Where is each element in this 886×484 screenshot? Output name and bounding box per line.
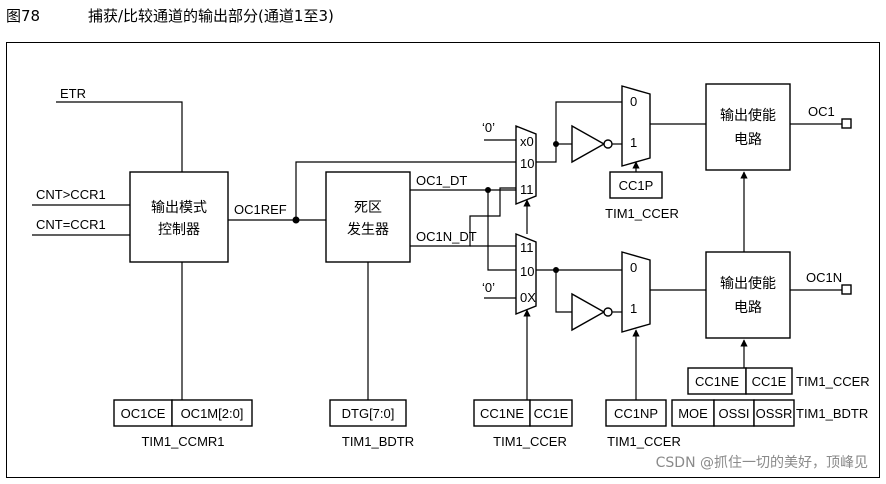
figure-number: 图78 bbox=[6, 7, 41, 25]
nmux-port-10: 10 bbox=[520, 264, 534, 279]
oc1-label: OC1 bbox=[808, 104, 835, 119]
pol-bottom-port-1: 1 bbox=[630, 301, 637, 316]
enable-top-line1: 输出使能 bbox=[720, 107, 776, 124]
inverter-top bbox=[571, 124, 613, 164]
output-enable-top: 输出使能 电路 bbox=[705, 83, 791, 171]
mux-port-11: 11 bbox=[520, 182, 534, 197]
cnt-gt-label: CNT>CCR1 bbox=[36, 187, 106, 202]
mux-port-10: 10 bbox=[520, 156, 534, 171]
reg-ccer-mux-name: TIM1_CCER bbox=[493, 434, 567, 449]
deadtime-generator: 死区 发生器 bbox=[325, 171, 411, 263]
oc1-pin bbox=[841, 118, 852, 129]
enable-bottom-line1: 输出使能 bbox=[720, 275, 776, 292]
mux-to-pol0-wire bbox=[536, 101, 622, 163]
figure-caption: 捕获/比较通道的输出部分(通道1至3) bbox=[88, 7, 334, 25]
channel-mux: x0 10 11 bbox=[515, 124, 537, 206]
reg-dtg: DTG[7:0] bbox=[342, 406, 395, 421]
deadtime-line2: 发生器 bbox=[347, 222, 389, 238]
output-enable-bottom: 输出使能 电路 bbox=[705, 251, 791, 339]
polarity-mux-top: 0 1 bbox=[621, 85, 651, 167]
oc1ref-label: OC1REF bbox=[234, 202, 287, 217]
inverter-bottom bbox=[571, 292, 613, 332]
mode-controller-line2: 控制器 bbox=[158, 222, 200, 238]
oc1n-label: OC1N bbox=[806, 270, 842, 285]
reg-ossr: OSSR bbox=[756, 406, 793, 421]
zero-top-label: ‘0’ bbox=[482, 120, 495, 135]
reg-moe: MOE bbox=[678, 406, 708, 421]
enable-bottom-line2: 电路 bbox=[734, 300, 762, 316]
reg-ccmr1-name: TIM1_CCMR1 bbox=[141, 434, 224, 449]
register-ccer-mux: CC1NE CC1E TIM1_CCER bbox=[473, 399, 573, 449]
reg-cc1np: CC1NP bbox=[614, 406, 658, 421]
deadtime-line1: 死区 bbox=[354, 200, 382, 216]
register-bdtr-dtg: DTG[7:0] TIM1_BDTR bbox=[329, 399, 414, 449]
reg-oc1ce: OC1CE bbox=[121, 406, 166, 421]
channel-n-mux: 11 10 0X bbox=[515, 232, 537, 316]
nmux-port-0x: 0X bbox=[520, 290, 536, 305]
reg-cc1p: CC1P bbox=[619, 178, 654, 193]
oc1-dt-to-nmux-wire bbox=[487, 190, 516, 271]
reg-bdtr-enable-name: TIM1_BDTR bbox=[796, 406, 868, 421]
nmux-to-inverter-wire bbox=[555, 270, 572, 313]
etr-wire bbox=[56, 101, 183, 172]
reg-bdtr-name: TIM1_BDTR bbox=[342, 434, 414, 449]
enable-top-line2: 电路 bbox=[734, 132, 762, 148]
oc1n-dt-wire-a bbox=[410, 187, 516, 247]
pol-bottom-port-0: 0 bbox=[630, 260, 637, 275]
reg-en-cc1ne: CC1NE bbox=[695, 374, 739, 389]
nmux-port-11: 11 bbox=[520, 240, 534, 255]
reg-cc1ne: CC1NE bbox=[480, 406, 524, 421]
register-ccer-cc1p: CC1P TIM1_CCER bbox=[605, 171, 679, 221]
mode-controller-line1: 输出模式 bbox=[151, 200, 207, 216]
etr-input: ETR bbox=[56, 86, 183, 172]
register-bdtr-enable: MOE OSSI OSSR TIM1_BDTR bbox=[671, 399, 868, 427]
etr-label: ETR bbox=[60, 86, 86, 101]
register-ccer-cc1np: CC1NP TIM1_CCER bbox=[605, 399, 681, 449]
reg-ccer-enable-name: TIM1_CCER bbox=[796, 374, 870, 389]
reg-en-cc1e: CC1E bbox=[752, 374, 787, 389]
reg-oc1m: OC1M[2:0] bbox=[181, 406, 244, 421]
pol-top-port-0: 0 bbox=[630, 94, 637, 109]
oc1n-pin bbox=[841, 284, 852, 295]
polarity-mux-bottom: 0 1 bbox=[621, 251, 651, 333]
cnt-eq-label: CNT=CCR1 bbox=[36, 217, 106, 232]
output-mode-controller: 输出模式 控制器 bbox=[129, 171, 229, 263]
oc1-dt-label: OC1_DT bbox=[416, 173, 467, 188]
mux-port-x0: x0 bbox=[520, 134, 534, 149]
register-ccmr1: OC1CE OC1M[2:0] TIM1_CCMR1 bbox=[113, 399, 253, 449]
csdn-watermark: CSDN @抓住一切的美好，顶峰见 bbox=[655, 455, 868, 471]
register-ccer-enable: CC1NE CC1E TIM1_CCER bbox=[687, 367, 870, 395]
oc1ref-to-mux-wire bbox=[295, 161, 516, 220]
pol-top-port-1: 1 bbox=[630, 135, 637, 150]
reg-ccer-p-name: TIM1_CCER bbox=[605, 206, 679, 221]
reg-ossi: OSSI bbox=[718, 406, 749, 421]
diagram-frame bbox=[6, 42, 880, 478]
oc1n-dt-label: OC1N_DT bbox=[416, 229, 477, 244]
zero-bottom-label: ‘0’ bbox=[482, 280, 495, 295]
reg-ccer-np-name: TIM1_CCER bbox=[607, 434, 681, 449]
reg-cc1e: CC1E bbox=[534, 406, 569, 421]
